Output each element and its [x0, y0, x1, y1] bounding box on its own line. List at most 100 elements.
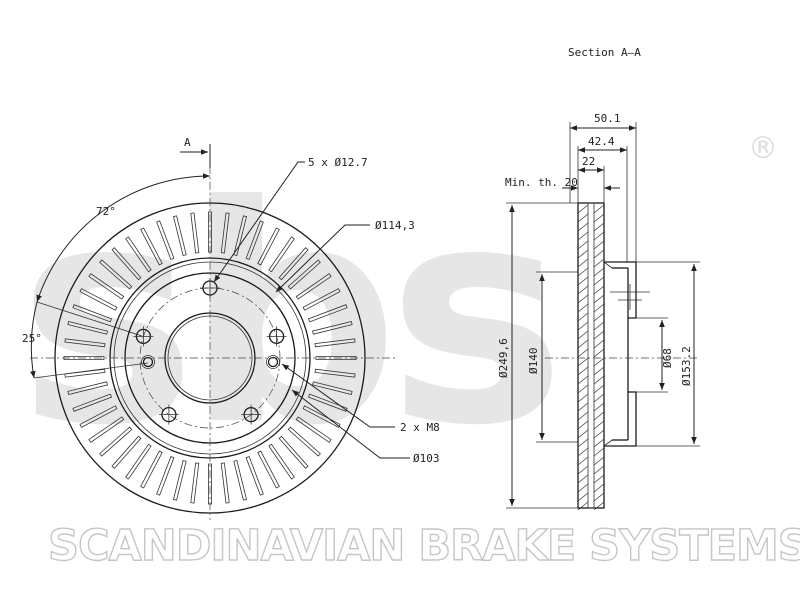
hatch-line — [593, 240, 605, 250]
hatch-line — [593, 384, 605, 394]
vent-vane — [257, 227, 280, 266]
dim-outer-diameter: Ø249,6 — [497, 338, 510, 378]
vent-vane — [125, 443, 152, 480]
hatch-line — [577, 483, 589, 493]
hatch-line — [593, 204, 605, 214]
leader-bolt-holes — [213, 161, 305, 283]
hatch-line — [577, 312, 589, 322]
hatch-line — [593, 474, 605, 484]
hat-profile-top — [604, 261, 637, 319]
hatch-line — [577, 285, 589, 295]
hatch-line — [577, 375, 589, 385]
dim-overall-height: 50.1 — [594, 112, 621, 125]
hatch-line — [577, 267, 589, 277]
hatch-line — [577, 456, 589, 466]
hat-fillet-bottom — [603, 439, 613, 447]
hatch-line — [577, 240, 589, 250]
hatch-line — [593, 348, 605, 358]
leader-threads — [281, 363, 395, 428]
label-bolt-holes: 5 x Ø12.7 — [308, 156, 368, 169]
hatch-line — [593, 330, 605, 340]
angle-label-72: 72° — [96, 205, 116, 218]
vent-vane — [302, 405, 341, 428]
pcd-circle — [139, 287, 281, 429]
hatch-line — [577, 231, 589, 241]
vent-vane — [72, 393, 113, 412]
hatch-line — [593, 393, 605, 403]
angle-arc-72 — [36, 173, 211, 303]
hatch-line — [577, 402, 589, 412]
vent-vane — [220, 462, 230, 504]
angle-arc-25 — [30, 301, 38, 379]
vent-channel — [587, 202, 595, 509]
thread-hole — [142, 356, 154, 368]
vent-vane — [268, 236, 295, 273]
hatch-line — [577, 276, 589, 286]
angle-leader-72 — [36, 301, 143, 337]
hatch-line — [593, 213, 605, 223]
hatch-line — [593, 357, 605, 367]
vent-vane — [302, 288, 341, 311]
vent-vane — [312, 321, 353, 335]
hatch-line — [593, 366, 605, 376]
dim-thickness: 22 — [582, 155, 595, 168]
front-view: A 72° 25° 5 x Ø12.7 Ø114,3 2 x M8 Ø103 — [22, 136, 440, 520]
hatch-line — [593, 438, 605, 448]
hatch-line — [593, 294, 605, 304]
vent-vane — [245, 455, 264, 496]
vent-vane — [278, 435, 309, 469]
hatch-line — [577, 384, 589, 394]
section-cut-label: A — [184, 136, 191, 149]
vent-vane — [99, 426, 133, 457]
vent-vane — [233, 460, 247, 501]
hatch-line — [577, 447, 589, 457]
hatch-line — [593, 501, 605, 511]
hatch-line — [577, 321, 589, 331]
vent-vane — [307, 393, 348, 412]
leader-center-bore — [291, 389, 410, 459]
hatch-line — [577, 501, 589, 511]
thread-hole — [267, 356, 279, 368]
hatch-line — [577, 429, 589, 439]
vent-vane — [295, 416, 332, 443]
dim-bore-diameter: Ø68 — [661, 348, 674, 368]
hatch-line — [593, 447, 605, 457]
hatch-line — [593, 375, 605, 385]
hatch-line — [593, 276, 605, 286]
hatch-line — [593, 312, 605, 322]
hatch-line — [593, 402, 605, 412]
vent-vane — [111, 435, 142, 469]
hatch-line — [577, 357, 589, 367]
vent-vane — [287, 259, 321, 290]
hatch-line — [577, 393, 589, 403]
hatch-line — [593, 222, 605, 232]
hatch-line — [577, 294, 589, 304]
watermark-company: SCANDINAVIAN BRAKE SYSTEMS — [48, 521, 800, 571]
vent-vane — [307, 304, 348, 323]
watermark: sbs ® SCANDINAVIAN BRAKE SYSTEMS — [18, 131, 800, 572]
vent-vane — [312, 381, 353, 395]
vent-vane — [63, 356, 105, 360]
hatch-line — [593, 267, 605, 277]
thread-hole-outline — [141, 355, 155, 369]
hat-fillet-top — [603, 261, 613, 269]
hatch-line — [593, 303, 605, 313]
vent-vane — [314, 368, 356, 378]
hatch-line — [577, 303, 589, 313]
vent-vane — [72, 304, 113, 323]
hatch-line — [577, 222, 589, 232]
hatch-line — [577, 249, 589, 259]
label-center-bore: Ø103 — [413, 452, 440, 465]
min-thickness-note: Min. th. 20 — [505, 176, 578, 189]
vent-vane — [245, 220, 264, 261]
vent-vane — [287, 426, 321, 457]
vent-vane — [257, 450, 280, 489]
hatch-line — [577, 204, 589, 214]
vent-vane — [278, 247, 309, 281]
hatch-line — [593, 420, 605, 430]
vent-vane — [67, 321, 108, 335]
section-title: Section A–A — [568, 46, 641, 59]
hatch-line — [593, 258, 605, 268]
dim-hat-diameter: Ø140 — [527, 348, 540, 375]
